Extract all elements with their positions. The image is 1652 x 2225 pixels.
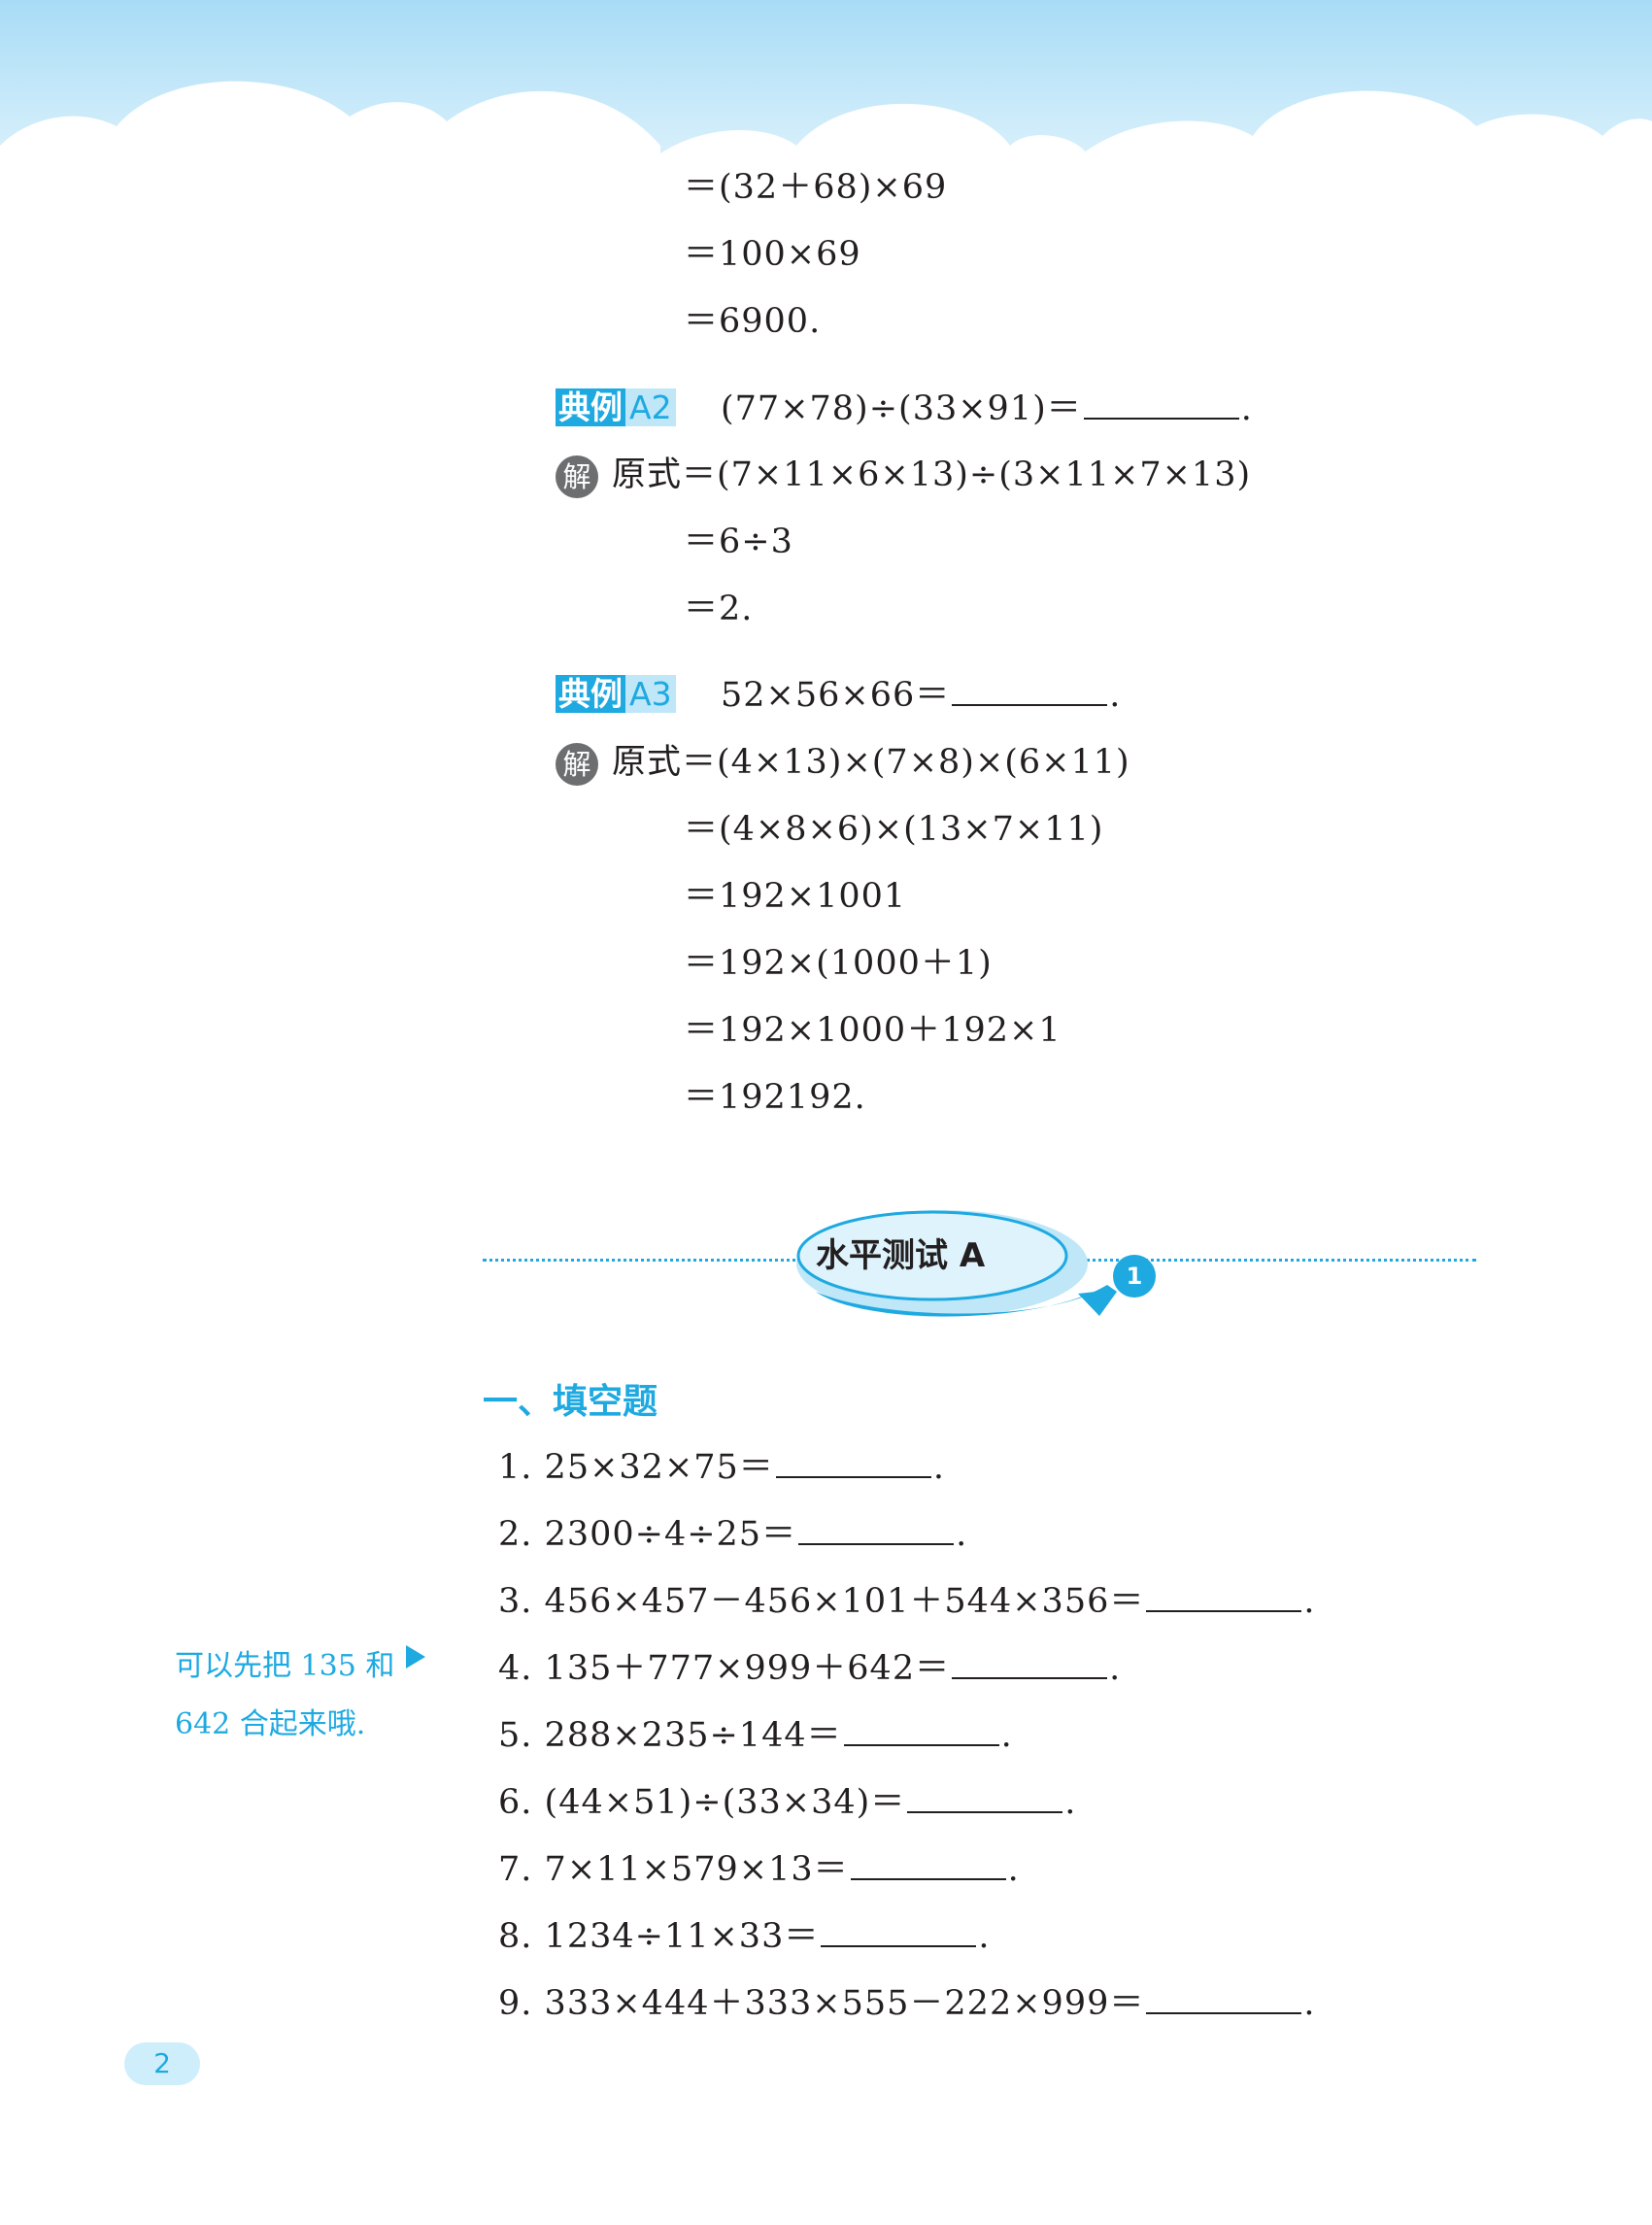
problem-text: 52×56×66＝ — [721, 676, 951, 715]
continuation-step-3: ＝6900. — [684, 302, 822, 341]
question-1: 1. 25×32×75＝. — [498, 1447, 945, 1487]
answer-blank[interactable] — [1083, 388, 1239, 420]
example-a3-problem: 52×56×66＝. — [721, 675, 1121, 715]
question-end: . — [932, 1448, 945, 1487]
example-a2-step-1: 原式＝(7×11×6×13)÷(3×11×7×13) — [612, 455, 1252, 494]
example-a3-step-1: 原式＝(4×13)×(7×8)×(6×11) — [612, 743, 1130, 782]
question-end: . — [1109, 1649, 1122, 1688]
example-a3-step-3: ＝192×1001 — [684, 877, 907, 916]
question-end: . — [1007, 1850, 1020, 1889]
question-number: 7. — [498, 1850, 533, 1889]
section-banner-shape — [796, 1210, 1117, 1317]
section-divider-right — [1068, 1259, 1476, 1262]
question-number: 8. — [498, 1917, 533, 1956]
question-7: 7. 7×11×579×13＝. — [498, 1849, 1020, 1889]
question-expression: 135＋777×999＋642＝ — [544, 1649, 951, 1688]
page-number: 2 — [124, 2042, 200, 2085]
problem-text: (77×78)÷(33×91)＝ — [721, 389, 1082, 428]
example-a2-step-3: ＝2. — [684, 590, 754, 628]
question-number: 9. — [498, 1984, 533, 2023]
section-number-badge: 1 — [1113, 1255, 1156, 1298]
section-divider-left — [483, 1259, 803, 1262]
example-tag-code: A3 — [625, 675, 676, 713]
question-4: 4. 135＋777×999＋642＝. — [498, 1648, 1121, 1688]
section-title: 水平测试 A — [816, 1236, 986, 1275]
answer-blank[interactable] — [798, 1514, 955, 1545]
example-tag-code: A2 — [625, 388, 676, 426]
question-expression: 1234÷11×33＝ — [544, 1917, 820, 1956]
solution-badge: 解 — [556, 743, 598, 786]
answer-blank[interactable] — [1146, 1581, 1302, 1612]
question-5: 5. 288×235÷144＝. — [498, 1715, 1013, 1755]
question-6: 6. (44×51)÷(33×34)＝. — [498, 1782, 1076, 1822]
question-expression: 333×444＋333×555－222×999＝ — [544, 1984, 1145, 2023]
question-number: 2. — [498, 1515, 533, 1554]
question-9: 9. 333×444＋333×555－222×999＝. — [498, 1983, 1316, 2023]
question-expression: 25×32×75＝ — [544, 1448, 774, 1487]
question-number: 6. — [498, 1783, 533, 1822]
example-a3-step-5: ＝192×1000＋192×1 — [684, 1011, 1062, 1050]
problem-end: . — [1109, 676, 1122, 715]
question-expression: 288×235÷144＝ — [544, 1716, 842, 1755]
question-end: . — [956, 1515, 968, 1554]
question-number: 5. — [498, 1716, 533, 1755]
question-expression: 456×457－456×101＋544×356＝ — [544, 1582, 1145, 1621]
question-number: 4. — [498, 1649, 533, 1688]
continuation-step-2: ＝100×69 — [684, 235, 861, 274]
question-8: 8. 1234÷11×33＝. — [498, 1916, 991, 1956]
question-end: . — [1303, 1582, 1316, 1621]
question-expression: 7×11×579×13＝ — [544, 1850, 849, 1889]
solution-badge: 解 — [556, 455, 598, 498]
example-a2-step-2: ＝6÷3 — [684, 523, 793, 561]
example-a2-problem: (77×78)÷(33×91)＝. — [721, 388, 1253, 428]
example-a3-step-4: ＝192×(1000＋1) — [684, 944, 993, 983]
answer-blank[interactable] — [952, 1648, 1108, 1679]
answer-blank[interactable] — [907, 1782, 1063, 1813]
answer-blank[interactable] — [775, 1447, 931, 1478]
question-expression: (44×51)÷(33×34)＝ — [544, 1783, 906, 1822]
margin-hint-line-1: 可以先把 135 和 — [175, 1649, 395, 1683]
example-tag-prefix: 典例 — [556, 388, 625, 426]
question-end: . — [1303, 1984, 1316, 2023]
answer-blank[interactable] — [1146, 1983, 1302, 2014]
question-expression: 2300÷4÷25＝ — [544, 1515, 797, 1554]
question-number: 1. — [498, 1448, 533, 1487]
answer-blank[interactable] — [952, 675, 1108, 706]
problem-end: . — [1240, 389, 1253, 428]
question-end: . — [1064, 1783, 1077, 1822]
question-end: . — [1000, 1716, 1013, 1755]
example-a3-step-2: ＝(4×8×6)×(13×7×11) — [684, 810, 1104, 849]
part-heading: 一、填空题 — [483, 1382, 658, 1422]
example-a3-step-6: ＝192192. — [684, 1078, 866, 1117]
question-number: 3. — [498, 1582, 533, 1621]
answer-blank[interactable] — [850, 1849, 1006, 1880]
hint-arrow-icon — [406, 1645, 425, 1669]
question-end: . — [978, 1917, 991, 1956]
continuation-step-1: ＝(32＋68)×69 — [684, 168, 948, 207]
question-2: 2. 2300÷4÷25＝. — [498, 1514, 967, 1554]
question-3: 3. 456×457－456×101＋544×356＝. — [498, 1581, 1316, 1621]
answer-blank[interactable] — [843, 1715, 999, 1746]
sky-cloud-header — [0, 0, 1652, 194]
margin-hint-line-2: 642 合起来哦. — [175, 1707, 366, 1741]
example-tag-prefix: 典例 — [556, 675, 625, 713]
answer-blank[interactable] — [821, 1916, 977, 1947]
